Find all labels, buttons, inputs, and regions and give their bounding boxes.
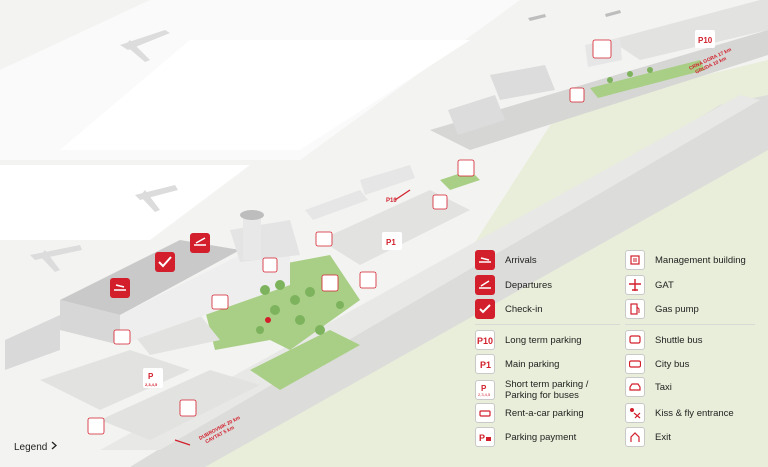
- legend-item-kiss-fly: Kiss & fly entrance: [625, 403, 734, 423]
- legend-item-city-bus: City bus: [625, 354, 689, 374]
- airplane-small: [528, 10, 621, 21]
- legend-item-gat: GAT: [625, 275, 674, 295]
- checkin-icon: [475, 299, 495, 319]
- terminal-roof: [60, 240, 240, 315]
- svg-text:P10: P10: [698, 36, 713, 45]
- direction-arrow: [174, 439, 191, 446]
- svg-text:P: P: [148, 372, 154, 381]
- map-pin-p10-top: P10: [695, 30, 715, 48]
- taxi-icon: [625, 377, 645, 397]
- departures-marker: [190, 233, 210, 253]
- legend-item-rent-a-car: Rent-a-car parking: [475, 403, 584, 423]
- map-pin-p10-mid: P10: [386, 198, 397, 204]
- checkin-marker: [155, 252, 175, 272]
- airplane: [30, 30, 178, 272]
- kiss-fly-icon: [625, 403, 645, 423]
- svg-text:P1: P1: [386, 238, 396, 247]
- legend-toggle-link[interactable]: Legend: [14, 441, 58, 453]
- legend-item-arrivals: Arrivals: [475, 250, 537, 270]
- stop-sign: [265, 317, 271, 323]
- svg-text:P10: P10: [477, 336, 493, 345]
- building: [490, 65, 555, 100]
- map-pin-p1: P1: [382, 232, 402, 250]
- arrivals-icon: [475, 250, 495, 270]
- green-park: [250, 330, 360, 390]
- gas-pump-icon: [625, 299, 645, 319]
- parking-lot: [40, 350, 190, 410]
- svg-text:2,3,4,5: 2,3,4,5: [145, 382, 158, 387]
- legend-item-shuttle-bus: Shuttle bus: [625, 330, 703, 350]
- legend-item-departures: Departures: [475, 275, 552, 295]
- parking-lot: [130, 315, 220, 355]
- legend-item-management-building: Management building: [625, 250, 746, 270]
- legend-item-gas-pump: Gas pump: [625, 299, 699, 319]
- main-road-edge: [100, 95, 760, 450]
- terminal-front: [120, 245, 290, 345]
- chevron-right-icon: [51, 441, 58, 453]
- building: [305, 190, 368, 220]
- taxiway-strip: [0, 165, 250, 240]
- building: [360, 165, 415, 195]
- gat-airplane-icon: [625, 275, 645, 295]
- legend-item-checkin: Check-in: [475, 299, 543, 319]
- svg-text:P10: P10: [386, 198, 397, 204]
- svg-text:P1: P1: [480, 360, 491, 369]
- svg-text:P: P: [481, 384, 487, 393]
- legend-item-exit: Exit: [625, 427, 671, 447]
- arrivals-marker: [110, 278, 130, 298]
- terminal-body: [60, 300, 120, 345]
- trees: [256, 67, 653, 335]
- parking-payment-icon: P: [475, 427, 495, 447]
- parking-lot: [320, 190, 470, 265]
- exit-icon: [625, 427, 645, 447]
- parking-p1-icon: P1: [475, 354, 495, 374]
- legend-link-label: Legend: [14, 441, 48, 453]
- runway-strip: [60, 40, 470, 150]
- svg-text:2,3,4,5: 2,3,4,5: [478, 392, 491, 397]
- terminal-left: [5, 315, 60, 370]
- management-building-icon: [625, 250, 645, 270]
- rent-a-car-icon: [475, 403, 495, 423]
- green-strip: [590, 60, 705, 98]
- building: [448, 95, 505, 135]
- map-pin-p2345: P2,3,4,5: [143, 368, 163, 388]
- shuttle-bus-icon: [625, 330, 645, 350]
- svg-text:P: P: [479, 433, 485, 442]
- green-park: [205, 300, 270, 350]
- map-pin-other: [87, 39, 612, 435]
- legend-item-taxi: Taxi: [625, 377, 672, 397]
- parking-p10-icon: P10: [475, 330, 495, 350]
- control-tower: [243, 215, 261, 260]
- departures-icon: [475, 275, 495, 295]
- city-bus-icon: [625, 354, 645, 374]
- parking-lot: [610, 0, 768, 60]
- direction-arrow: [394, 189, 411, 201]
